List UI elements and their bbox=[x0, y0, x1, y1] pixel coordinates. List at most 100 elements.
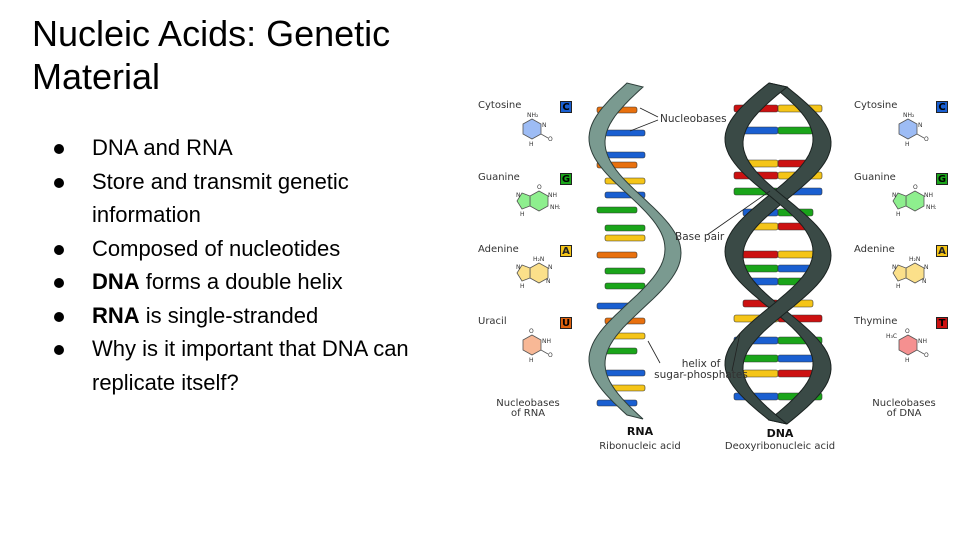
svg-text:O: O bbox=[548, 352, 553, 359]
annotation-pointer-line bbox=[639, 107, 659, 118]
svg-text:H: H bbox=[905, 357, 910, 364]
bullet-item: DNA forms a double helix bbox=[52, 265, 462, 299]
bullet-dot bbox=[54, 278, 64, 288]
svg-text:O: O bbox=[529, 328, 534, 335]
rna-nucleobase-bar bbox=[604, 369, 646, 377]
svg-text:NH₂: NH₂ bbox=[926, 204, 936, 211]
svg-text:N: N bbox=[918, 122, 923, 129]
dna-base-pair-right bbox=[777, 369, 814, 378]
svg-text:O: O bbox=[913, 184, 918, 191]
svg-text:N: N bbox=[892, 264, 897, 271]
rna-nucleobase-bar bbox=[604, 282, 646, 290]
svg-text:NH: NH bbox=[542, 338, 551, 345]
svg-text:NH: NH bbox=[924, 192, 933, 199]
dna-base-badge: T bbox=[936, 317, 948, 329]
dna-caption-line2: of DNA bbox=[886, 408, 922, 419]
dna-base-name: Adenine bbox=[854, 244, 895, 255]
rna-base-badge: A bbox=[560, 245, 572, 257]
dna-base-name: Guanine bbox=[854, 172, 896, 183]
bullet-dot bbox=[54, 311, 64, 322]
bullet-item: Why is it important that DNA can replica… bbox=[52, 332, 462, 399]
dna-subtitle: Deoxyribonucleic acid bbox=[724, 441, 836, 452]
rna-nucleobase-bar bbox=[604, 267, 646, 275]
bullet-item: DNA and RNA bbox=[52, 131, 462, 165]
dna-base-badge: G bbox=[936, 173, 948, 185]
rna-nucleobase-bar bbox=[604, 129, 646, 137]
dna-base-pair-right bbox=[777, 354, 814, 363]
rna-base-name: Uracil bbox=[478, 316, 507, 327]
svg-text:H: H bbox=[520, 211, 525, 218]
bold-term: DNA bbox=[92, 269, 140, 294]
svg-text:N: N bbox=[546, 278, 551, 285]
dna-base-badge: A bbox=[936, 245, 948, 257]
dna-strand-2-backbone bbox=[724, 82, 832, 425]
svg-text:NH: NH bbox=[918, 338, 927, 345]
svg-text:N: N bbox=[924, 264, 929, 271]
svg-text:H₃C: H₃C bbox=[886, 333, 897, 340]
rna-nucleobase-bar bbox=[596, 206, 638, 214]
svg-text:N: N bbox=[542, 122, 547, 129]
dna-base-name: Cytosine bbox=[854, 100, 898, 111]
annotation-pointer-line bbox=[731, 332, 741, 372]
rna-base-badge: U bbox=[560, 317, 572, 329]
svg-text:H: H bbox=[896, 283, 901, 290]
bullet-item: Composed of nucleotides bbox=[52, 232, 462, 266]
rna-base-badge: G bbox=[560, 173, 572, 185]
svg-text:N: N bbox=[922, 278, 927, 285]
svg-text:N: N bbox=[892, 192, 897, 199]
base-pair-label: Base pair bbox=[675, 231, 725, 243]
svg-text:O: O bbox=[924, 136, 929, 143]
thymine-molecule-icon: O NH O H H₃C bbox=[886, 328, 929, 364]
bullet-item: RNA is single-stranded bbox=[52, 299, 462, 333]
rna-nucleobase-bar bbox=[604, 234, 646, 242]
nucleic-acid-diagram: CytosineCNH₂NOHGuanineGONHNH₂NHAdenineAH… bbox=[470, 75, 970, 465]
helix-label-line2: sugar-phosphates bbox=[654, 369, 748, 381]
dna-base-pair-right bbox=[777, 126, 814, 135]
rna-base-name: Guanine bbox=[478, 172, 520, 183]
rna-base-name: Cytosine bbox=[478, 100, 522, 111]
guanine-molecule-icon: ONHNH₂NH bbox=[892, 184, 936, 218]
rna-base-badge: C bbox=[560, 101, 572, 113]
rna-nucleobase-bar bbox=[604, 224, 646, 232]
helix-label-line1: helix of bbox=[681, 358, 721, 370]
svg-text:O: O bbox=[537, 184, 542, 191]
rna-sugar-phosphate-backbone bbox=[588, 82, 682, 420]
bullet-dot bbox=[54, 177, 64, 188]
annotation-pointer-line bbox=[629, 119, 659, 132]
nucleobases-label: Nucleobases bbox=[660, 113, 727, 125]
svg-text:O: O bbox=[905, 328, 910, 335]
svg-text:N: N bbox=[516, 192, 521, 199]
svg-text:H: H bbox=[905, 141, 910, 148]
dna-caption-line1: Nucleobases bbox=[872, 398, 936, 409]
dna-base-pair-left bbox=[742, 126, 779, 135]
rna-subtitle: Ribonucleic acid bbox=[599, 441, 681, 452]
svg-text:H₂N: H₂N bbox=[909, 256, 920, 263]
svg-text:NH: NH bbox=[548, 192, 557, 199]
rna-caption-line2: of RNA bbox=[510, 408, 546, 419]
bullet-dot bbox=[54, 244, 64, 255]
svg-text:NH₂: NH₂ bbox=[903, 112, 915, 119]
bullet-item: Store and transmit genetic information bbox=[52, 165, 462, 232]
svg-text:NH₂: NH₂ bbox=[527, 112, 539, 119]
slide-title: Nucleic Acids: Genetic Material bbox=[32, 13, 391, 97]
annotation-pointer-line bbox=[706, 190, 771, 236]
rna-nucleobase-bar bbox=[596, 251, 638, 259]
svg-text:H: H bbox=[529, 141, 534, 148]
dna-title: DNA bbox=[766, 427, 794, 440]
rna-title: RNA bbox=[626, 425, 654, 438]
bullet-list: DNA and RNA Store and transmit genetic i… bbox=[52, 131, 462, 399]
svg-text:O: O bbox=[924, 352, 929, 359]
dna-base-name: Thymine bbox=[854, 316, 898, 327]
svg-text:N: N bbox=[516, 264, 521, 271]
bullet-dot bbox=[54, 345, 64, 355]
svg-text:H: H bbox=[896, 211, 901, 218]
svg-text:NH₂: NH₂ bbox=[550, 204, 560, 211]
svg-text:H: H bbox=[520, 283, 525, 290]
rna-caption-line1: Nucleobases bbox=[496, 398, 560, 409]
rna-base-name: Adenine bbox=[478, 244, 519, 255]
